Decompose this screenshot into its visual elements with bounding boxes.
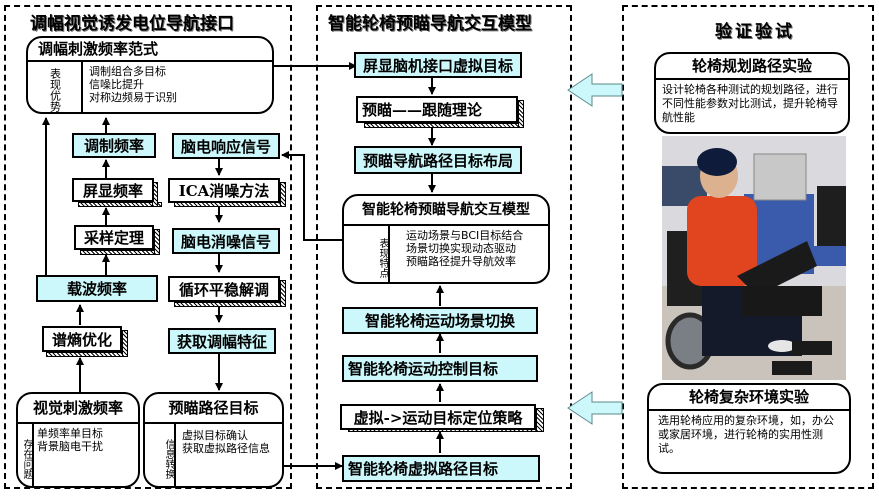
screen-frequency: 屏显频率 (72, 178, 154, 202)
ica-denoising-method: ICA消噪方法 (168, 178, 280, 203)
shadow-hatch (46, 352, 128, 357)
stimulus-side-label: 存在问题 (18, 424, 34, 486)
right-panel-title: 验证验试 (715, 22, 795, 42)
middle-panel (316, 5, 572, 489)
interaction-model-title: 智能轮椅预瞄导航交互模型 (344, 196, 548, 226)
paradigm-line: 对称边频易于识别 (89, 91, 177, 104)
left-panel (4, 5, 292, 489)
shadow-hatch (78, 202, 162, 207)
paradigm-line: 信噪比提升 (89, 78, 144, 91)
am-feature-extraction: 获取调幅特征 (168, 328, 276, 354)
denoised-eeg-signal: 脑电消噪信号 (172, 228, 280, 254)
modulation-frequency: 调制频率 (72, 133, 156, 158)
middle-panel-title: 智能轮椅预瞄导航交互模型 (328, 14, 532, 34)
left-arrow-bottom (567, 391, 623, 425)
model-line: 预瞄路径提升导航效率 (406, 255, 516, 268)
preview-path-layout: 预瞄导航路径目标布局 (354, 146, 522, 174)
eeg-response-signal: 脑电响应信号 (172, 133, 280, 159)
shadow-hatch (518, 100, 524, 128)
model-line: 运动场景与BCI目标结合 (406, 229, 524, 242)
shadow-hatch (280, 280, 286, 307)
planned-path-text: 设计轮椅各种测试的规划路径，进行不同性能参数对比测试，提升轮椅导航性能 (662, 83, 838, 124)
interaction-model-box: 智能轮椅预瞄导航交互模型 表现特点 运动场景与BCI目标结合 场景切换实现动态驱… (342, 194, 550, 284)
complex-environment-experiment: 轮椅复杂环境实验 选用轮椅应用的复杂环境，如，办公或家居环境，进行轮椅的实用性测… (647, 383, 851, 474)
bci-virtual-target: 屏显脑机接口虚拟目标 (354, 52, 522, 78)
paradigm-box-title: 调幅刺激频率范式 (28, 38, 272, 62)
shadow-hatch (80, 250, 160, 255)
right-panel (622, 5, 874, 489)
shadow-hatch (536, 408, 544, 432)
sampling-theorem: 采样定理 (74, 225, 154, 250)
wheelchair-experiment-photo (662, 136, 846, 380)
paradigm-box: 调幅刺激频率范式 表现优势 调制组合多目标 信噪比提升 对称边频易于识别 (26, 36, 274, 114)
model-line: 场景切换实现动态驱动 (406, 242, 516, 255)
virtual-path-target: 智能轮椅虚拟路径目标 (342, 455, 540, 482)
paradigm-side-label: 表现优势 (28, 62, 83, 112)
left-panel-title: 调幅视觉诱发电位导航接口 (30, 14, 234, 34)
carrier-frequency: 载波频率 (36, 275, 158, 302)
shadow-hatch (122, 330, 128, 357)
virtual-to-motion-strategy: 虚拟->运动目标定位策略 (340, 404, 536, 430)
planned-path-experiment: 轮椅规划路径实验 设计轮椅各种测试的规划路径，进行不同性能参数对比测试，提升轮椅… (654, 52, 850, 134)
motion-scene-switch: 智能轮椅运动场景切换 (342, 307, 538, 334)
motion-control-target: 智能轮椅运动控制目标 (342, 355, 538, 382)
shadow-hatch (364, 123, 524, 128)
preview-path-title: 预瞄路径目标 (145, 394, 282, 424)
visual-stimulus-title: 视觉刺激频率 (18, 394, 138, 424)
preview-follow-theory: 预瞄——跟随理论 (356, 96, 518, 123)
stimulus-line: 单频率单目标 (37, 427, 103, 440)
shadow-hatch (154, 229, 160, 255)
path-side-label: 信息转换 (145, 424, 176, 486)
stimulus-line: 背景脑电干扰 (37, 440, 103, 453)
preview-path-box: 预瞄路径目标 信息转换 虚拟目标确认 获取虚拟路径信息 (143, 392, 284, 488)
complex-environment-title: 轮椅复杂环境实验 (649, 385, 849, 411)
model-side-label: 表现特点 (344, 226, 390, 282)
shadow-hatch (174, 302, 286, 307)
shadow-hatch (280, 182, 286, 207)
cyclostationary-demodulation: 循环平稳解调 (168, 276, 280, 302)
paradigm-line: 调制组合多目标 (89, 65, 166, 78)
planned-path-title: 轮椅规划路径实验 (656, 54, 848, 80)
visual-stimulus-box: 视觉刺激频率 存在问题 单频率单目标 背景脑电干扰 (16, 392, 140, 488)
path-line: 获取虚拟路径信息 (182, 442, 270, 455)
left-arrow-top (567, 73, 623, 107)
complex-environment-text: 选用轮椅应用的复杂环境，如，办公或家居环境，进行轮椅的实用性测试。 (658, 414, 834, 455)
spectral-entropy-optimization: 谱熵优化 (42, 326, 122, 352)
path-line: 虚拟目标确认 (182, 429, 248, 442)
